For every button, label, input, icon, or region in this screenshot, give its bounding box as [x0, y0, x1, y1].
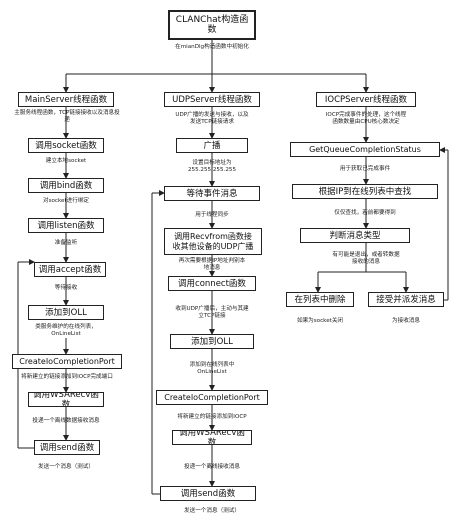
- udp-wait-event-note: 用于线程同步: [195, 212, 229, 218]
- main-wsarecv-note: 投递一个离线数据接收消息: [32, 418, 100, 424]
- udp-connect-note: 收到UDP广播后，主动与其建 立TCP链接: [175, 306, 249, 319]
- main-bind-box: 调用bind函数: [28, 178, 104, 193]
- main-listen-box: 调用listen函数: [28, 218, 104, 233]
- udp-connect-box: 调用connect函数: [168, 276, 256, 291]
- iocp-delete-box: 在列表中删除: [286, 292, 354, 307]
- main-iocp-port-note: 将新建立的链接添加到IOCP完成端口: [21, 374, 113, 380]
- udp-broadcast-box: 广播: [176, 138, 248, 153]
- iocp-dispatch-box: 接受并派发消息: [368, 292, 444, 307]
- main-accept-box: 调用accept函数: [34, 262, 106, 277]
- udp-iocp-port-box: CreateIoCompletionPort: [156, 390, 268, 405]
- main-socket-box: 调用socket函数: [28, 138, 104, 153]
- iocp-dispatch-note: 为接收消息: [392, 318, 420, 324]
- udp-recvfrom-box: 调用Recvfrom函数接 收其他设备的UDP广播: [164, 228, 262, 255]
- iocp-get-status-note: 用于获取已完成事件: [339, 166, 391, 172]
- udp-wait-event-box: 等待事件消息: [164, 186, 260, 201]
- udp-send-note: 发送一个消息（测试）: [184, 508, 240, 514]
- udp-add-oll-note: 添加到在线列表中 OnLineList: [189, 362, 235, 375]
- main-listen-note: 准备监听: [54, 240, 78, 246]
- main-accept-note: 等待接收: [54, 285, 78, 291]
- iocp-lookup-box: 根据IP到在线列表中查找: [292, 184, 438, 199]
- udp-iocp-port-note: 将新建立的链接添加到IOCP: [177, 414, 247, 420]
- udp-server-note: UDP广播的发送与接收，以及 发送TCP链接请求: [175, 112, 249, 125]
- main-wsarecv-box: 调用WSARecv函数: [28, 392, 104, 407]
- udp-wsarecv-box: 调用WSARecv函数: [172, 430, 252, 445]
- root-note: 在mianDlg构造函数中初始化: [175, 44, 249, 50]
- iocp-msg-type-box: 判断消息类型: [300, 228, 410, 243]
- iocp-get-status-box: GetQueueCompletionStatus: [290, 142, 440, 157]
- iocp-lookup-note: 仅仅查找，若前都要得到: [334, 210, 396, 216]
- main-server-title: MainServer线程函数: [18, 92, 114, 107]
- main-socket-note: 建立本地socket: [45, 158, 87, 164]
- udp-recvfrom-note: 再次需要根据IP地址判别本 地消息: [178, 258, 246, 271]
- udp-broadcast-note: 设置目标地址为 255.255.255.255: [187, 160, 237, 173]
- main-add-oll-box: 添加到OLL: [28, 305, 104, 320]
- udp-add-oll-box: 添加到OLL: [170, 334, 254, 349]
- main-bind-note: 对socket进行绑定: [42, 198, 90, 204]
- iocp-msg-type-note: 有可能是退出，或者转数据 接收的消息: [332, 252, 400, 265]
- main-send-box: 调用send函数: [34, 440, 100, 455]
- root-constructor-box: CLANChat构造函数: [168, 10, 256, 40]
- main-server-note: 主服务线程函数，TCP链接接收以及消息投递: [14, 110, 120, 123]
- main-add-oll-note: 类服务维护的在线列表， OnLineList: [35, 324, 97, 337]
- main-send-note: 发送一个消息（测试）: [38, 464, 94, 470]
- iocp-server-title: IOCPServer线程函数: [316, 92, 416, 107]
- iocp-server-note: IOCP完成事件的处理，这个线程 函数数量由CPU核心数决定: [325, 112, 407, 125]
- main-iocp-port-box: CreateIoCompletionPort: [12, 354, 122, 369]
- iocp-delete-note: 如果为socket关闭: [296, 318, 344, 324]
- udp-server-title: UDPServer线程函数: [164, 92, 260, 107]
- udp-send-box: 调用send函数: [160, 486, 256, 501]
- udp-wsarecv-note: 投递一个离线接收消息: [184, 464, 240, 470]
